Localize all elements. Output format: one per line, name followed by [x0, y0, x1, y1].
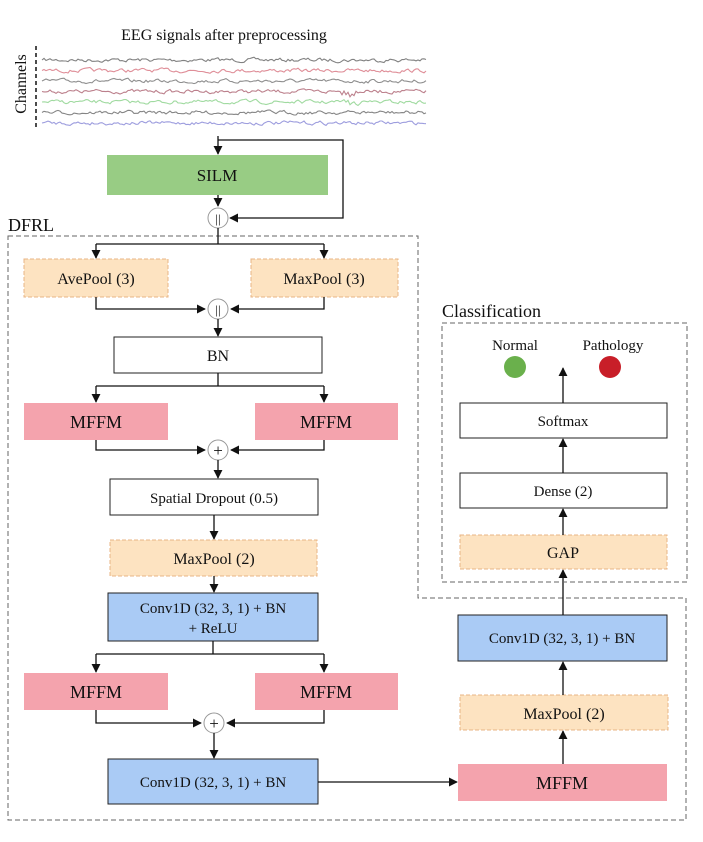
conv-bn-left-block: [107, 758, 319, 805]
normal-label: Normal: [492, 338, 538, 354]
dfrl-group-border: [7, 235, 687, 821]
eeg-traces: [41, 56, 427, 127]
conv-bn-left-label: Conv1D (32, 3, 1) + BN: [140, 775, 287, 791]
line-mffm4-to-add: [226, 710, 325, 728]
normal-indicator: [504, 356, 526, 378]
dfrl-label: DFRL: [8, 215, 54, 235]
conv-relu-label-line1: Conv1D (32, 3, 1) + BN: [140, 601, 287, 617]
mffm-label-5: MFFM: [536, 773, 588, 793]
mffm-label-1: MFFM: [70, 412, 122, 432]
conv-relu-label-line2: + ReLU: [189, 621, 238, 637]
bn-label: BN: [207, 348, 230, 365]
mffm-label-3: MFFM: [70, 682, 122, 702]
maxpool2-right-label: MaxPool (2): [523, 706, 604, 723]
classification-label: Classification: [442, 301, 541, 321]
channels-label: Channels: [13, 54, 30, 114]
spatial-dropout-block: [109, 478, 319, 516]
dense-label: Dense (2): [534, 484, 593, 500]
conv-relu-block: [107, 592, 319, 642]
mffm-block-3: [24, 673, 168, 710]
silm-label: SILM: [197, 166, 238, 185]
eeg-trace-2: [41, 66, 427, 74]
avepool-label: AvePool (3): [57, 271, 134, 288]
mffm-block-2: [255, 403, 398, 440]
line-avepool-merge: [95, 297, 206, 314]
maxpool3-block: [250, 258, 399, 298]
diagram-title: EEG signals after preprocessing: [121, 27, 327, 44]
eeg-trace-3: [41, 77, 427, 85]
mffm-label-2: MFFM: [300, 412, 352, 432]
spatial-dropout-label: Spatial Dropout (0.5): [150, 491, 278, 507]
line-maxpool3-merge: [230, 297, 325, 314]
gap-block: [459, 534, 668, 570]
mffm-label-4: MFFM: [300, 682, 352, 702]
maxpool2-left-label: MaxPool (2): [173, 551, 254, 568]
conv-bn-right-label: Conv1D (32, 3, 1) + BN: [489, 631, 636, 647]
eeg-trace-4: [41, 88, 427, 98]
pathology-indicator: [599, 356, 621, 378]
mffm-block-1: [24, 403, 168, 440]
mffm-block-5: [458, 764, 667, 801]
pathology-label: Pathology: [583, 338, 644, 354]
softmax-block: [459, 402, 668, 439]
bn-block: [113, 336, 323, 374]
add-symbol-1: +: [213, 441, 223, 460]
skip-connection-silm: [218, 139, 344, 223]
softmax-label: Softmax: [538, 414, 589, 430]
eeg-trace-6: [41, 109, 427, 116]
concat-symbol-2: ||: [215, 302, 220, 317]
mffm-block-4: [255, 673, 398, 710]
line-mffm2-to-add: [230, 440, 325, 455]
line-mffm3-to-add: [95, 710, 202, 728]
concat-symbol-1: ||: [215, 211, 220, 226]
maxpool3-label: MaxPool (3): [283, 271, 364, 288]
maxpool2-left-block: [109, 539, 318, 577]
silm-block: [107, 155, 328, 195]
gap-label: GAP: [547, 545, 579, 562]
avepool-block: [23, 258, 169, 298]
maxpool2-right-block: [459, 694, 669, 731]
classification-group-border: [441, 322, 688, 583]
eeg-trace-5: [41, 98, 427, 107]
line-mffm1-to-add: [95, 440, 206, 455]
eeg-trace-7: [41, 120, 427, 127]
eeg-trace-1: [41, 56, 427, 64]
add-symbol-2: +: [209, 714, 219, 733]
